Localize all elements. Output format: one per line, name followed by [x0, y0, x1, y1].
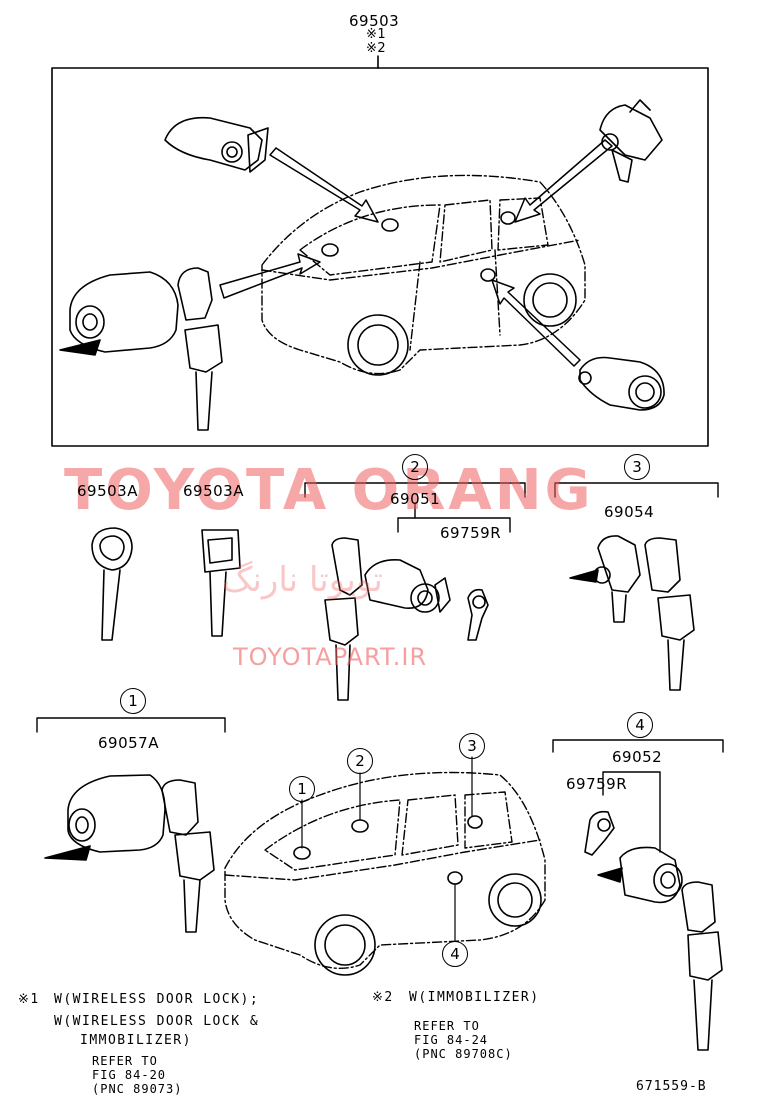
note1-ref1: REFER TO	[92, 1054, 158, 1068]
key-part-right: 69503A	[183, 482, 244, 500]
group-brackets	[36, 482, 724, 853]
group2-lock-cylinder	[364, 558, 451, 613]
lower-door-lock-top	[578, 356, 665, 411]
note1-ref2: FIG 84-20	[92, 1068, 167, 1082]
note2-mark: ※2	[372, 990, 394, 1005]
group4-part-number: 69052	[612, 748, 663, 766]
top-note-mark-2: ※2	[366, 41, 387, 56]
note1-line3: IMMOBILIZER)	[80, 1033, 192, 1048]
bottom-car-leaders	[301, 756, 473, 941]
car-marker-4: 4	[442, 941, 468, 967]
bracket-g1	[36, 717, 226, 733]
bracket-g2	[304, 482, 526, 498]
top-assembly-frame	[51, 67, 709, 447]
car-marker-2: 2	[347, 748, 373, 774]
diagram-id: 671559-B	[636, 1079, 707, 1094]
watermark-site: TOYOTAPART.IR	[233, 643, 428, 671]
group4-keys	[681, 881, 723, 1051]
leader-g4	[602, 771, 661, 853]
key-69503A-left	[91, 527, 133, 641]
group4-sub-part-number: 69759R	[566, 775, 628, 793]
note2-ref1: REFER TO	[414, 1019, 480, 1033]
group3-part-number: 69054	[604, 503, 655, 521]
group4-lock-cylinder	[597, 846, 683, 904]
group2-circle: 2	[402, 454, 428, 480]
bracket-g4	[552, 739, 724, 753]
ignition-cylinder-top	[59, 267, 223, 431]
note1-line1: W(WIRELESS DOOR LOCK);	[54, 992, 260, 1007]
note1-ref3: (PNC 89073)	[92, 1082, 183, 1096]
group1-key	[161, 779, 215, 933]
group4-circle: 4	[627, 712, 653, 738]
top-part-number: 69503	[349, 12, 400, 30]
hood-lock-cylinder-top	[164, 116, 269, 173]
group4-lever-69759R	[584, 810, 615, 856]
top-arrows	[219, 139, 613, 367]
group2-part-number: 69051	[390, 490, 441, 508]
bottom-car-outline	[224, 771, 546, 970]
group3-lock	[569, 535, 641, 623]
note2-ref2: FIG 84-24	[414, 1033, 489, 1047]
group3-key	[644, 537, 695, 691]
top-car-outline	[261, 174, 586, 375]
group2-sub-part-number: 69759R	[440, 524, 502, 542]
watermark-brand: TOYOTA ORANG	[64, 458, 594, 523]
group1-circle: 1	[120, 688, 146, 714]
top-car-wheels	[347, 273, 577, 376]
key-part-left: 69503A	[77, 482, 138, 500]
note2-ref3: (PNC 89708C)	[414, 1047, 513, 1061]
bottom-car-lock-points	[293, 815, 483, 885]
group2-lever-69759R	[467, 588, 489, 641]
top-car-lock-points	[321, 211, 516, 282]
right-door-lock-top	[599, 99, 663, 183]
group1-part-number: 69057A	[98, 734, 159, 752]
car-marker-1: 1	[289, 776, 315, 802]
bracket-g3	[554, 482, 719, 498]
car-marker-3: 3	[459, 733, 485, 759]
group1-ignition-cylinder	[44, 774, 166, 861]
group2-key	[324, 537, 363, 701]
bottom-car-wheels	[314, 873, 542, 976]
note2-line1: W(IMMOBILIZER)	[409, 990, 540, 1005]
watermark-persian: تویوتا نارنگ	[222, 560, 383, 600]
note1-line2: W(WIRELESS DOOR LOCK &	[54, 1014, 260, 1029]
note1-mark: ※1	[18, 992, 40, 1007]
top-note-mark-1: ※1	[366, 27, 387, 42]
bracket-g2-sub	[397, 517, 511, 533]
key-69503A-right	[201, 529, 241, 637]
group3-circle: 3	[624, 454, 650, 480]
